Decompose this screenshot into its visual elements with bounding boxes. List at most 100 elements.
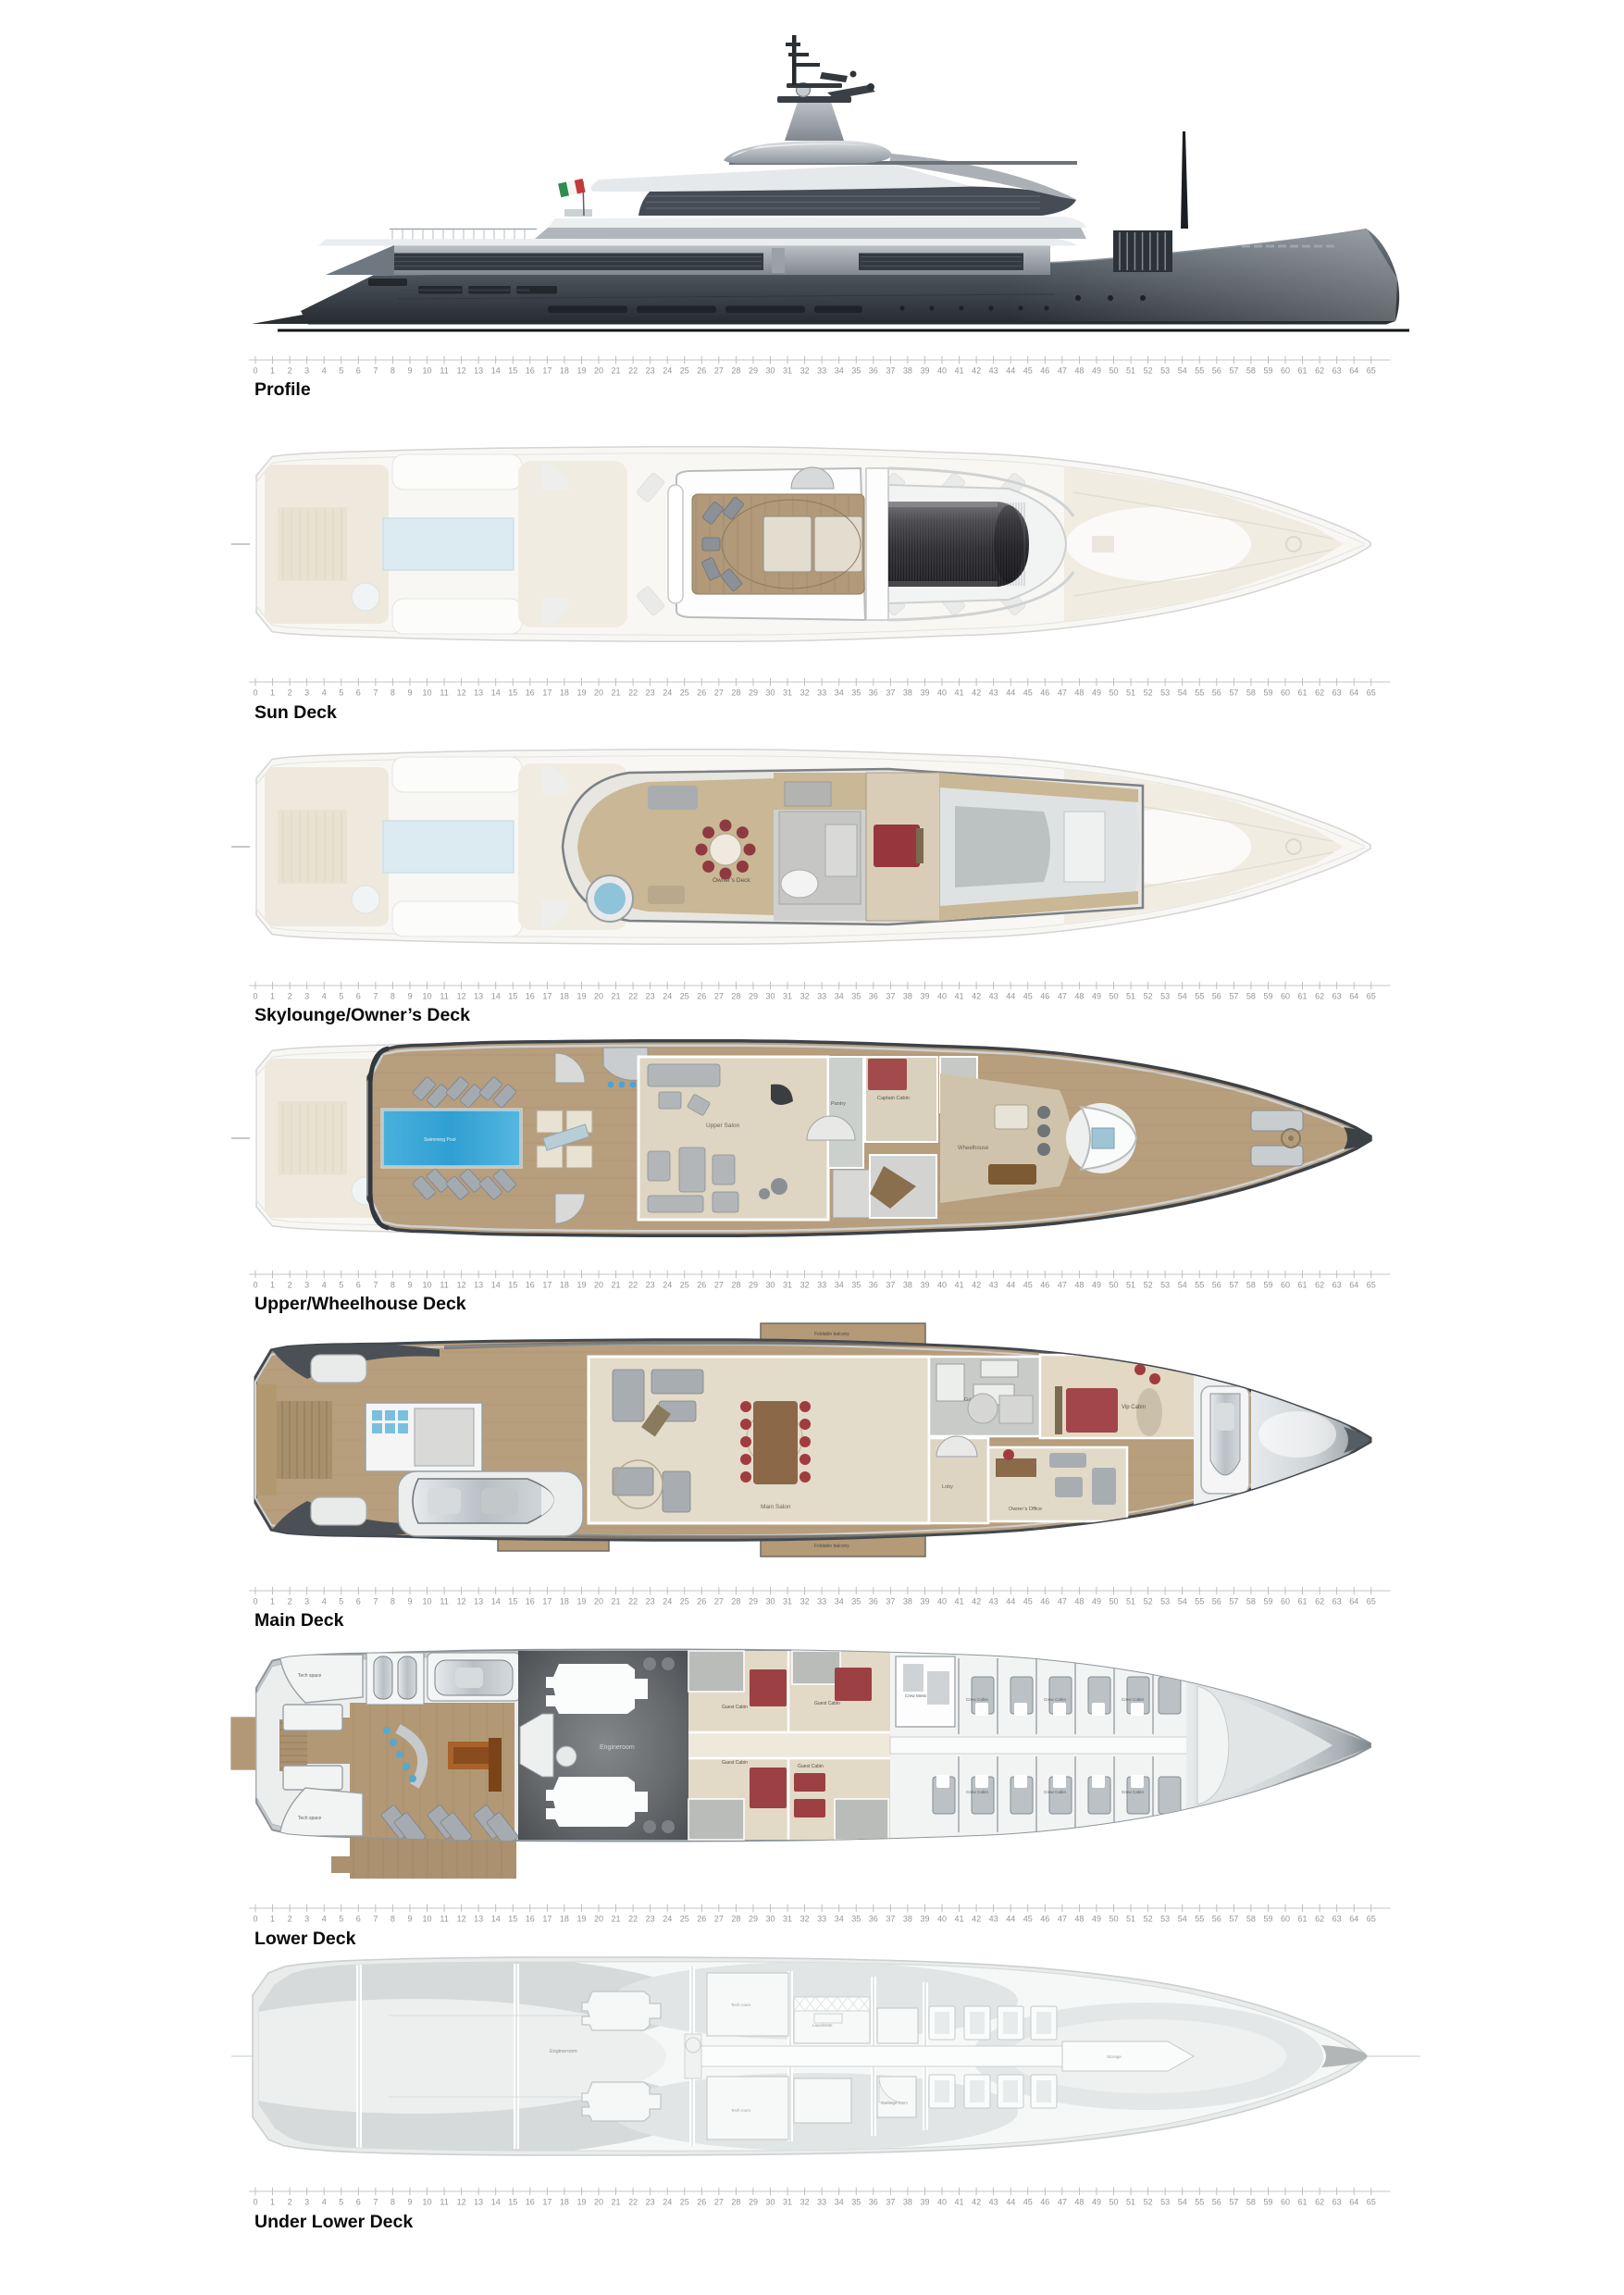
- svg-text:42: 42: [972, 2198, 981, 2207]
- svg-text:17: 17: [542, 688, 552, 698]
- svg-text:36: 36: [869, 1915, 878, 1924]
- svg-text:16: 16: [526, 1915, 535, 1924]
- svg-text:50: 50: [1109, 1915, 1118, 1924]
- svg-text:Under Lower Deck: Under Lower Deck: [254, 2212, 413, 2232]
- svg-text:43: 43: [989, 1281, 998, 1290]
- svg-text:65: 65: [1367, 688, 1376, 698]
- svg-text:10: 10: [422, 1281, 431, 1290]
- svg-text:56: 56: [1212, 1281, 1221, 1290]
- svg-text:35: 35: [851, 366, 861, 376]
- svg-text:37: 37: [886, 688, 895, 698]
- svg-text:15: 15: [508, 992, 517, 1001]
- svg-text:33: 33: [817, 1915, 826, 1924]
- svg-text:46: 46: [1040, 992, 1049, 1001]
- svg-text:8: 8: [391, 366, 395, 376]
- svg-text:28: 28: [731, 2198, 740, 2207]
- svg-text:6: 6: [356, 688, 361, 698]
- svg-text:38: 38: [903, 992, 912, 1001]
- svg-text:38: 38: [903, 1915, 912, 1924]
- svg-text:0: 0: [253, 992, 257, 1001]
- svg-text:3: 3: [304, 1915, 309, 1924]
- svg-text:12: 12: [457, 1281, 466, 1290]
- svg-text:22: 22: [628, 992, 638, 1001]
- svg-text:7: 7: [373, 1597, 378, 1606]
- svg-text:24: 24: [663, 1597, 672, 1606]
- svg-text:Profile: Profile: [254, 379, 311, 400]
- svg-text:15: 15: [508, 1281, 517, 1290]
- svg-text:37: 37: [886, 1915, 895, 1924]
- svg-text:60: 60: [1281, 992, 1290, 1001]
- svg-text:50: 50: [1109, 366, 1118, 376]
- svg-text:35: 35: [851, 1915, 861, 1924]
- svg-text:41: 41: [955, 1915, 964, 1924]
- svg-text:51: 51: [1126, 688, 1135, 698]
- svg-text:39: 39: [920, 688, 929, 698]
- svg-text:46: 46: [1040, 1281, 1049, 1290]
- svg-text:8: 8: [391, 1915, 395, 1924]
- svg-text:34: 34: [835, 2198, 844, 2207]
- svg-text:11: 11: [440, 992, 448, 1001]
- svg-text:13: 13: [474, 1281, 483, 1290]
- svg-text:60: 60: [1281, 1915, 1290, 1924]
- svg-text:25: 25: [680, 2198, 689, 2207]
- svg-text:31: 31: [783, 1281, 792, 1290]
- svg-text:64: 64: [1349, 992, 1358, 1001]
- svg-text:5: 5: [339, 1915, 343, 1924]
- svg-text:50: 50: [1109, 1597, 1118, 1606]
- svg-text:45: 45: [1023, 366, 1033, 376]
- svg-text:16: 16: [526, 992, 535, 1001]
- svg-text:9: 9: [407, 366, 412, 376]
- svg-text:32: 32: [800, 688, 810, 698]
- svg-text:4: 4: [322, 2198, 327, 2207]
- svg-text:11: 11: [440, 366, 448, 376]
- svg-text:19: 19: [576, 688, 586, 698]
- svg-text:58: 58: [1246, 1597, 1256, 1606]
- svg-text:50: 50: [1109, 992, 1118, 1001]
- svg-text:6: 6: [356, 1915, 361, 1924]
- svg-text:1: 1: [270, 1915, 275, 1924]
- svg-text:49: 49: [1092, 992, 1101, 1001]
- svg-text:60: 60: [1281, 1281, 1290, 1290]
- svg-text:17: 17: [542, 1597, 552, 1606]
- svg-text:28: 28: [731, 1915, 740, 1924]
- svg-text:44: 44: [1006, 1597, 1015, 1606]
- svg-text:16: 16: [526, 2198, 535, 2207]
- svg-text:25: 25: [680, 366, 689, 376]
- svg-text:17: 17: [542, 1281, 552, 1290]
- svg-text:27: 27: [714, 1281, 724, 1290]
- svg-text:22: 22: [628, 688, 638, 698]
- svg-text:57: 57: [1229, 1281, 1238, 1290]
- svg-text:47: 47: [1058, 2198, 1067, 2207]
- svg-text:19: 19: [576, 1597, 586, 1606]
- svg-text:54: 54: [1178, 366, 1187, 376]
- svg-text:46: 46: [1040, 366, 1049, 376]
- svg-text:29: 29: [749, 1597, 758, 1606]
- svg-text:26: 26: [697, 1281, 706, 1290]
- svg-text:29: 29: [749, 366, 758, 376]
- svg-text:20: 20: [594, 2198, 603, 2207]
- svg-text:57: 57: [1229, 2198, 1238, 2207]
- svg-text:26: 26: [697, 992, 706, 1001]
- svg-text:33: 33: [817, 1597, 826, 1606]
- svg-text:7: 7: [373, 992, 378, 1001]
- svg-text:52: 52: [1144, 688, 1153, 698]
- svg-text:62: 62: [1315, 366, 1324, 376]
- svg-text:8: 8: [391, 1597, 395, 1606]
- svg-text:4: 4: [322, 366, 327, 376]
- svg-text:12: 12: [457, 992, 466, 1001]
- svg-text:33: 33: [817, 366, 826, 376]
- svg-text:Captain Cabin: Captain Cabin: [877, 1096, 910, 1101]
- svg-text:48: 48: [1074, 1597, 1084, 1606]
- svg-text:44: 44: [1006, 1281, 1015, 1290]
- svg-text:37: 37: [886, 2198, 895, 2207]
- svg-text:5: 5: [339, 2198, 343, 2207]
- svg-text:44: 44: [1006, 366, 1015, 376]
- svg-text:51: 51: [1126, 2198, 1135, 2207]
- svg-text:55: 55: [1195, 366, 1204, 376]
- svg-text:Upper/Wheelhouse Deck: Upper/Wheelhouse Deck: [254, 1294, 466, 1314]
- svg-text:29: 29: [749, 2198, 758, 2207]
- svg-text:36: 36: [869, 1597, 878, 1606]
- svg-text:43: 43: [989, 1597, 998, 1606]
- svg-text:61: 61: [1298, 1915, 1308, 1924]
- svg-text:59: 59: [1263, 1281, 1272, 1290]
